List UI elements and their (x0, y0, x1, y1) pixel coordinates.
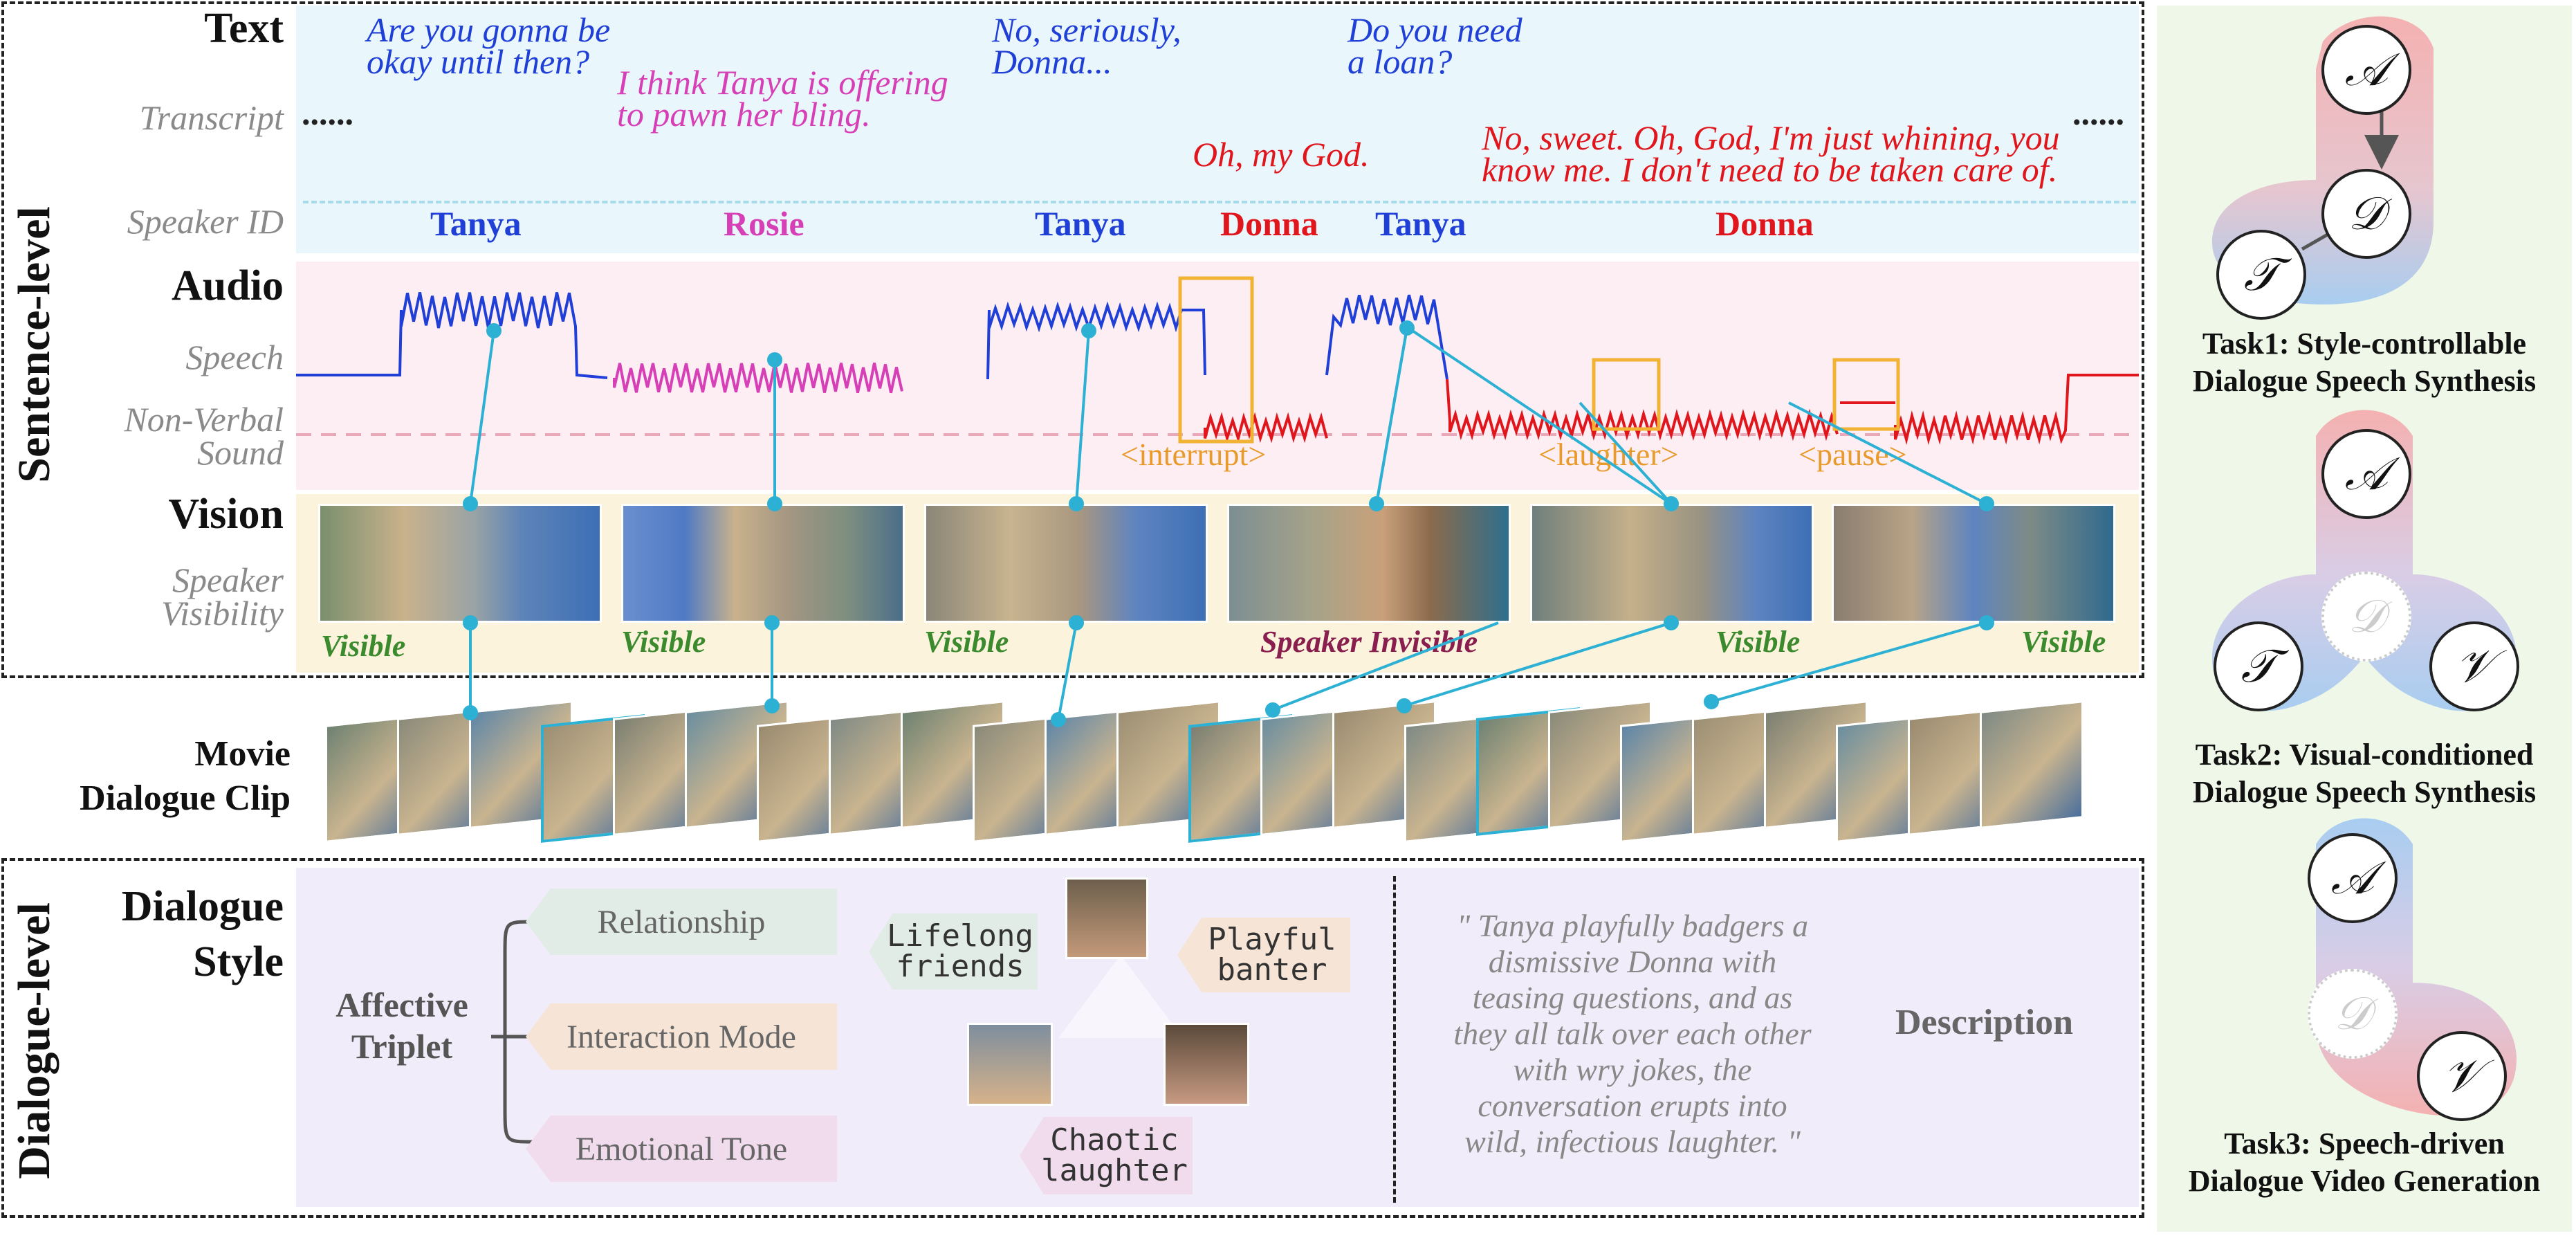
movie-clip-strip (325, 692, 2096, 858)
dialogue-style-label: Dialogue Style (121, 883, 284, 985)
utterance-3: No, seriously, Donna... (992, 10, 1181, 81)
vision-frame-3 (924, 504, 1208, 623)
interaction-mode-tag: Interaction Mode (526, 1003, 837, 1070)
face-left (967, 1023, 1053, 1106)
vision-frame-5 (1530, 504, 1814, 623)
speech-waveform (296, 276, 2139, 446)
audio-row-label: Audio (172, 262, 284, 309)
visibility-4: Speaker Invisible (1260, 625, 1478, 659)
task1-node-D: 𝒟 (2321, 169, 2411, 259)
face-right (1163, 1023, 1249, 1106)
task2-node-D: 𝒟 (2321, 572, 2411, 662)
speaker-id-3: Tanya (1035, 204, 1126, 243)
task1-title: Task1: Style-controllable Dialogue Speec… (2192, 327, 2537, 398)
utterance-2: I think Tanya is offering to pawn her bl… (617, 63, 948, 134)
utterance-1: Are you gonna be okay until then? (367, 10, 611, 81)
vision-frame-2 (621, 504, 905, 623)
playful-banter-tag: Playful banter (1177, 918, 1350, 992)
description-text: " Tanya playfully badgers a dismissive D… (1453, 908, 1812, 1159)
laughter-tag: <laughter> (1538, 437, 1679, 472)
speaker-id-6: Donna (1715, 204, 1814, 243)
triplet-triangle (1058, 955, 1183, 1038)
visibility-6: Visible (2021, 625, 2106, 659)
interrupt-tag: <interrupt> (1121, 437, 1267, 472)
task2-title: Task2: Visual-conditioned Dialogue Speec… (2192, 738, 2537, 809)
vision-frame-6 (1832, 504, 2115, 623)
emotional-tone-tag: Emotional Tone (526, 1116, 837, 1182)
utterance-5: Do you need a loan? (1347, 10, 1522, 81)
speech-row-label: Speech (185, 338, 284, 376)
utterance-6: No, sweet. Oh, God, I'm just whining, yo… (1482, 118, 2060, 189)
ellipsis-right: ...... (2072, 93, 2124, 132)
task2-node-V: 𝒱 (2429, 621, 2519, 711)
description-label: Description (1895, 1003, 2074, 1042)
face-top (1065, 877, 1148, 959)
ellipsis-left: ...... (302, 93, 353, 132)
task3-title: Task3: Speech-driven Dialogue Video Gene… (2188, 1127, 2541, 1198)
visibility-2: Visible (621, 625, 706, 659)
speaker-divider (303, 201, 2136, 203)
sentence-level-label: Sentence-level (9, 206, 59, 483)
visibility-3: Visible (924, 625, 1009, 659)
pause-tag: <pause> (1798, 437, 1907, 472)
vision-frame-1 (318, 504, 602, 623)
task2-node-T: 𝒯 (2214, 621, 2303, 711)
vision-frame-4 (1227, 504, 1511, 623)
dialogue-level-frame (1, 858, 2144, 1218)
visibility-1: Visible (321, 629, 406, 663)
task2-node-A: 𝒜 (2321, 429, 2411, 519)
speaker-id-5: Tanya (1375, 204, 1466, 243)
task3-node-V: 𝒱 (2417, 1031, 2507, 1121)
speaker-id-1: Tanya (430, 204, 522, 243)
movie-clip-label: Movie Dialogue Clip (80, 734, 291, 818)
speaker-visibility-row-label: Speaker Visibility (161, 561, 284, 632)
utterance-4: Oh, my God. (1193, 135, 1370, 174)
nonverbal-row-label: Non-Verbal Sound (124, 400, 284, 472)
task1-node-T: 𝒯 (2216, 230, 2306, 320)
speaker-id-2: Rosie (724, 204, 804, 243)
text-row-label: Text (204, 5, 284, 52)
transcript-row-label: Transcript (139, 98, 284, 137)
text-band (296, 6, 2139, 253)
task3-node-A: 𝒜 (2308, 833, 2398, 923)
visibility-5: Visible (1715, 625, 1801, 659)
speaker-id-4: Donna (1220, 204, 1318, 243)
clip-frame (1980, 700, 2083, 829)
vision-row-label: Vision (168, 491, 284, 538)
affective-triplet-label: Affective Triplet (335, 985, 468, 1066)
chaotic-laughter-tag: Chaotic laughter (1020, 1117, 1193, 1194)
relationship-tag: Relationship (526, 889, 837, 955)
lifelong-friends-tag: Lifelong friends (869, 913, 1038, 990)
speaker-id-row-label: Speaker ID (127, 202, 284, 241)
task3-node-D: 𝒟 (2308, 969, 2398, 1059)
task1-node-A: 𝒜 (2321, 25, 2411, 115)
style-divider (1393, 876, 1396, 1203)
